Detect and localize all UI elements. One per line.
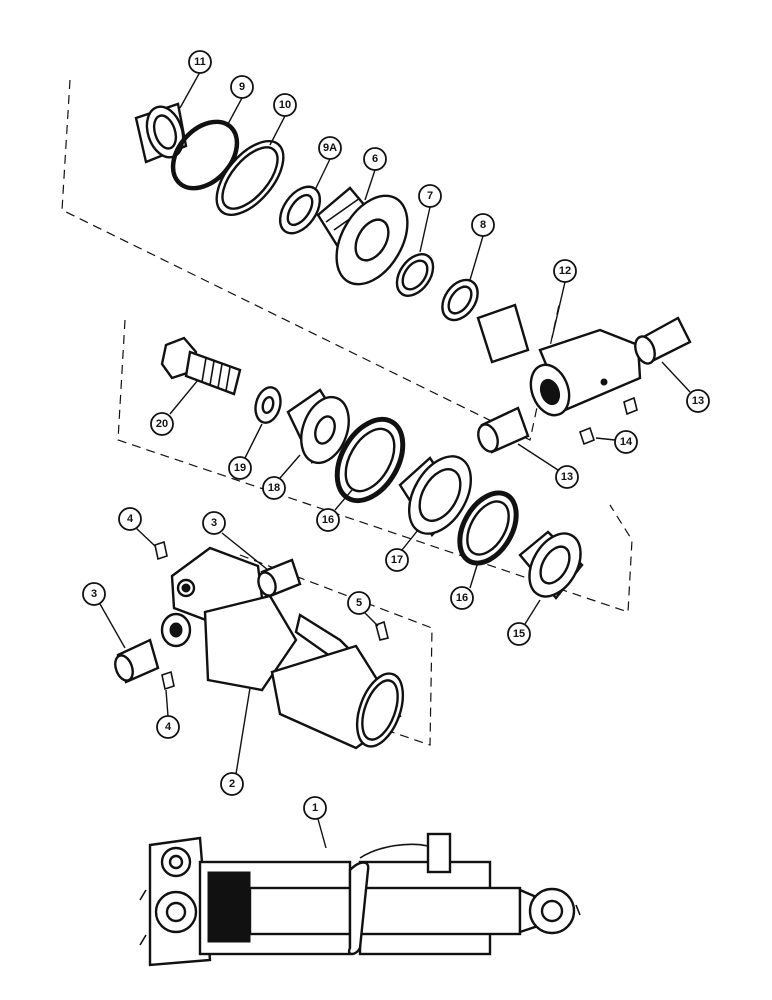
svg-text:13: 13 — [561, 471, 573, 483]
grease-fitting-14 — [579, 396, 638, 446]
assembled-cylinder-1 — [139, 832, 581, 967]
rod-end-12 — [476, 303, 642, 417]
bushing-13-lower — [477, 406, 530, 454]
upper-group-outline — [61, 79, 561, 441]
svg-text:14: 14 — [620, 436, 633, 448]
callout-4-lower: 4 — [156, 689, 180, 739]
grease-fitting-4-lower — [161, 670, 175, 691]
seal-9a — [278, 185, 322, 235]
svg-text:2: 2 — [229, 778, 235, 790]
callout-3-right: 3 — [202, 511, 269, 571]
seal-16-left — [334, 416, 406, 504]
bushing-13-upper — [634, 316, 692, 365]
svg-text:18: 18 — [268, 482, 280, 494]
callout-16-right: 16 — [450, 561, 479, 610]
svg-text:15: 15 — [513, 628, 525, 640]
callout-19: 19 — [228, 423, 263, 480]
middle-group-outline — [117, 319, 633, 613]
bushing-11 — [134, 102, 188, 164]
callout-13-upper: 13 — [661, 361, 710, 413]
svg-text:16: 16 — [322, 514, 334, 526]
callout-18: 18 — [262, 454, 301, 500]
callout-15: 15 — [507, 599, 541, 646]
svg-text:1: 1 — [312, 802, 318, 814]
svg-text:17: 17 — [391, 554, 403, 566]
svg-text:9A: 9A — [323, 142, 337, 154]
svg-text:3: 3 — [211, 517, 217, 529]
nut-18 — [286, 388, 350, 465]
svg-text:3: 3 — [91, 588, 97, 600]
barrel-2 — [160, 546, 405, 750]
callout-20: 20 — [150, 379, 199, 436]
callout-12: 12 — [551, 259, 577, 339]
svg-text:10: 10 — [279, 99, 291, 111]
callout-11: 11 — [179, 50, 212, 109]
seal-8 — [441, 278, 479, 322]
callout-13-lower: 13 — [517, 443, 579, 489]
callout-8: 8 — [469, 213, 495, 281]
callout-5: 5 — [347, 591, 379, 627]
svg-text:16: 16 — [456, 592, 468, 604]
callout-7: 7 — [418, 184, 442, 253]
svg-text:4: 4 — [165, 721, 172, 733]
bolt-20 — [160, 336, 242, 396]
piston-6 — [316, 186, 409, 286]
callout-14: 14 — [595, 430, 638, 454]
callout-9: 9 — [227, 75, 254, 125]
washer-19 — [254, 386, 282, 424]
callout-4-upper: 4 — [118, 507, 156, 547]
bushing-3-left — [114, 638, 160, 684]
svg-text:8: 8 — [480, 219, 486, 231]
svg-text:11: 11 — [194, 56, 206, 68]
svg-text:6: 6 — [372, 153, 378, 165]
callout-17: 17 — [385, 529, 419, 572]
bushing-3-right — [257, 558, 302, 598]
svg-text:19: 19 — [234, 462, 246, 474]
seal-16-right — [457, 490, 519, 566]
svg-text:12: 12 — [559, 265, 571, 277]
wiper-15 — [518, 530, 584, 600]
callout-3-left: 3 — [82, 582, 126, 649]
svg-text:20: 20 — [156, 418, 168, 430]
svg-text:13: 13 — [692, 395, 704, 407]
screw-5 — [375, 620, 389, 641]
callout-6: 6 — [363, 147, 387, 201]
callout-16-left: 16 — [316, 489, 353, 532]
svg-text:9: 9 — [239, 81, 245, 93]
svg-text:7: 7 — [427, 190, 433, 202]
callout-10: 10 — [269, 93, 297, 146]
callout-2: 2 — [220, 687, 251, 796]
callout-1: 1 — [303, 796, 327, 849]
grease-fitting-4-upper — [154, 540, 168, 561]
svg-text:4: 4 — [127, 513, 134, 525]
callout-9a: 9A — [314, 136, 342, 191]
wear-ring-7 — [395, 253, 435, 297]
backup-ring-10 — [215, 139, 285, 217]
gland-17 — [398, 455, 472, 537]
svg-text:5: 5 — [356, 597, 362, 609]
lower-group-outline — [239, 554, 433, 746]
